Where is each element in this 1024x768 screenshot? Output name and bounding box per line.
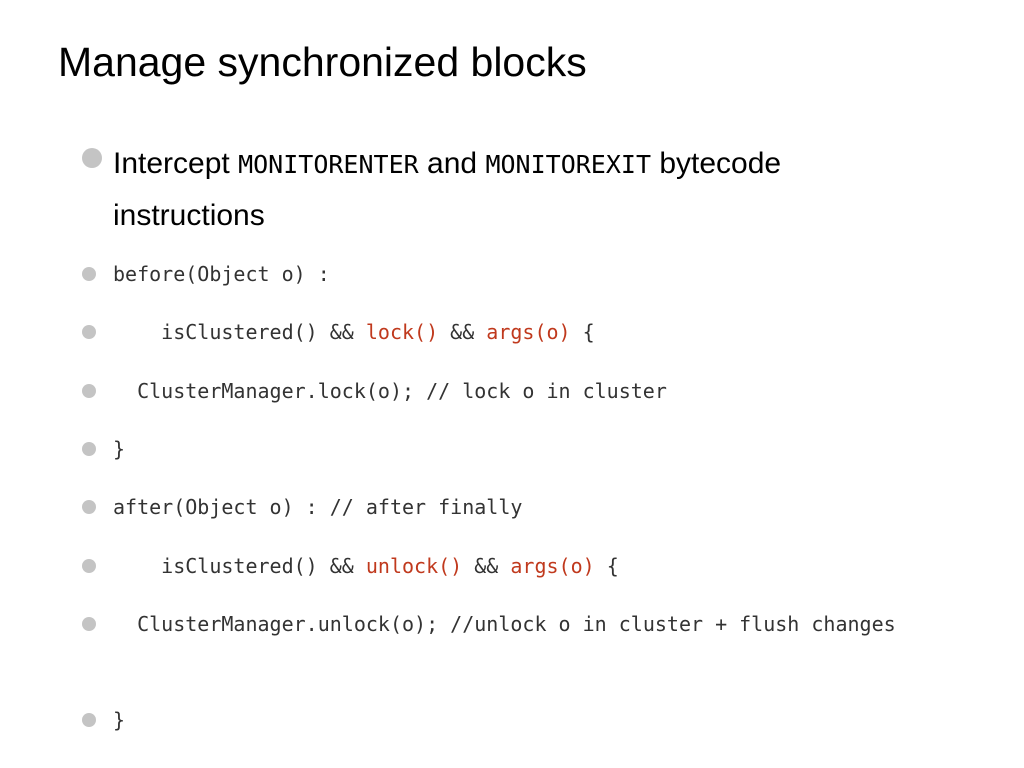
inline-code-monitorenter: MONITORENTER — [238, 150, 419, 179]
code-line-unlock-call: ClusterManager.unlock(o); //unlock o in … — [113, 612, 896, 636]
bullet-icon — [82, 713, 96, 727]
code-line-lock-condition: isClustered() && lock() && args(o) { — [113, 313, 933, 351]
inline-code-monitorexit: MONITOREXIT — [485, 150, 652, 179]
code-line-before: before(Object o) : — [113, 262, 330, 286]
code-line-unlock-condition: isClustered() && unlock() && args(o) { — [113, 547, 933, 585]
text-segment: bytecode instructions — [113, 147, 782, 232]
code-segment: { — [570, 320, 595, 344]
code-line-close-brace: } — [113, 708, 126, 732]
bullet-icon — [82, 325, 96, 339]
code-line-after: after(Object o) : // after finally — [113, 495, 523, 519]
code-keyword-args: args(o) — [486, 320, 571, 344]
code-line-lock-call: ClusterManager.lock(o); // lock o in clu… — [113, 379, 667, 403]
bullet-text-intercept: Intercept MONITORENTER and MONITOREXIT b… — [113, 138, 933, 241]
code-line-close-brace: } — [113, 437, 126, 461]
bullet-icon — [82, 442, 96, 456]
text-segment: and — [418, 147, 486, 180]
code-segment: && — [462, 554, 511, 578]
bullet-icon — [82, 617, 96, 631]
slide-title: Manage synchronized blocks — [58, 39, 587, 85]
code-segment: { — [594, 554, 619, 578]
bullet-icon — [82, 384, 96, 398]
bullet-icon — [82, 148, 102, 168]
bullet-icon — [82, 559, 96, 573]
code-segment: isClustered() && — [113, 320, 366, 344]
text-segment: Intercept — [113, 147, 239, 180]
bullet-icon — [82, 500, 96, 514]
bullet-icon — [82, 267, 96, 281]
code-segment: && — [438, 320, 487, 344]
code-segment: isClustered() && — [113, 554, 366, 578]
code-keyword-unlock: unlock() — [365, 554, 463, 578]
code-keyword-lock: lock() — [365, 320, 439, 344]
code-keyword-args: args(o) — [510, 554, 595, 578]
